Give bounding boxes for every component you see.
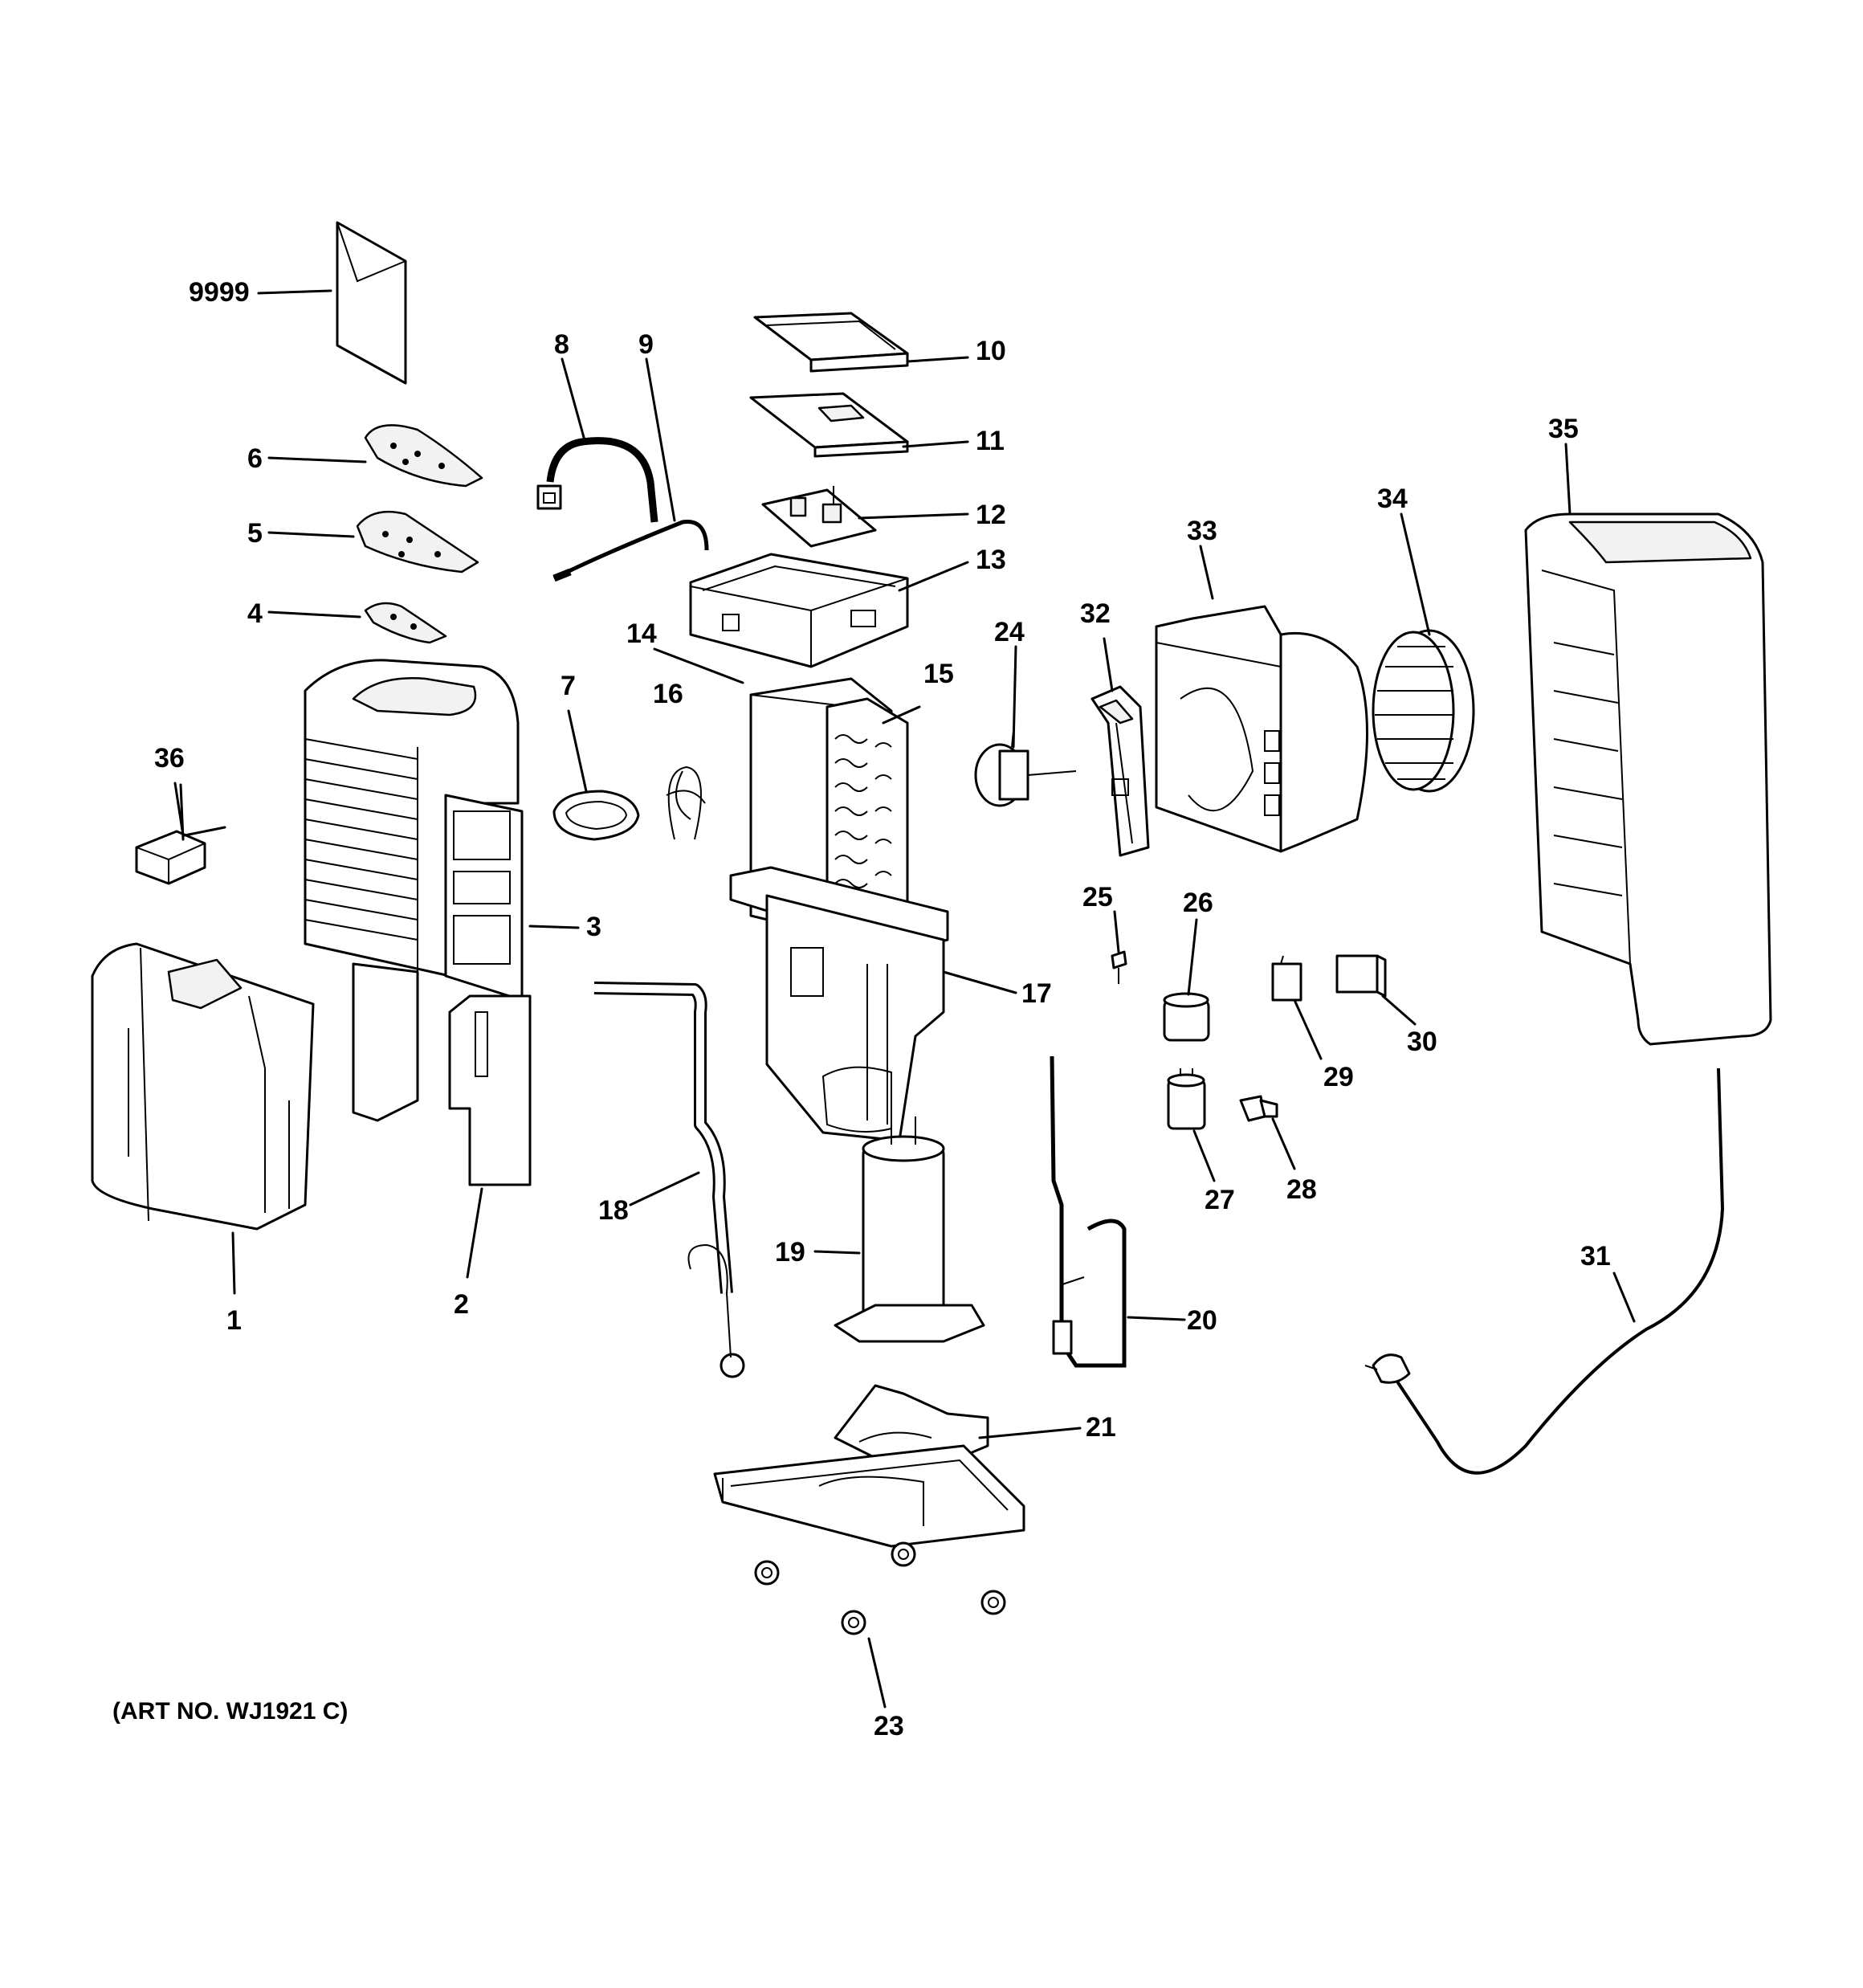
callout-3: 3: [586, 912, 601, 942]
callout-27: 27: [1205, 1185, 1235, 1215]
callout-5: 5: [247, 518, 263, 549]
part-6-insulation: [364, 424, 483, 488]
callout-14: 14: [626, 618, 657, 649]
callout-8: 8: [554, 329, 569, 360]
callout-9999: 9999: [189, 277, 250, 308]
part-4-insulation: [364, 602, 447, 644]
callout-2: 2: [454, 1289, 469, 1320]
part-20-capillary: [1050, 1055, 1127, 1368]
part-28-clip: [1239, 1095, 1278, 1122]
callout-31: 31: [1580, 1241, 1611, 1272]
callout-19: 19: [775, 1237, 805, 1268]
part-33-blower-housing: [1155, 605, 1368, 853]
part-35-rear-cabinet: [1524, 512, 1772, 1046]
callout-28: 28: [1286, 1174, 1317, 1205]
part-25-relay: [1111, 950, 1127, 984]
part-9-sensor: [552, 519, 709, 582]
part-12-control-board: [761, 486, 877, 548]
callout-7: 7: [561, 671, 576, 701]
callout-6: 6: [247, 443, 263, 474]
callout-32: 32: [1080, 598, 1111, 629]
callout-4: 4: [247, 598, 263, 629]
part-27-capacitor: [1167, 1068, 1206, 1130]
callout-16: 16: [653, 679, 683, 709]
part-2-panel: [352, 962, 532, 1186]
part-24-motor: [974, 730, 1077, 807]
callout-30: 30: [1407, 1027, 1437, 1057]
callout-labels: 9999 8 9 10 11 12 13 6 5 4 14 15 7 16 36…: [112, 277, 1611, 1741]
part-13-control-housing: [689, 553, 909, 668]
callout-20: 20: [1187, 1305, 1217, 1336]
callout-12: 12: [976, 500, 1006, 530]
art-number: (ART NO. WJ1921 C): [112, 1698, 348, 1725]
part-30-cover: [1335, 954, 1387, 998]
callout-9: 9: [638, 329, 654, 360]
callout-26: 26: [1183, 888, 1213, 918]
part-23-casters: [754, 1541, 1006, 1635]
callout-36: 36: [154, 743, 185, 774]
part-18-tube: [593, 982, 745, 1378]
callout-25: 25: [1082, 882, 1113, 912]
callout-35: 35: [1548, 414, 1579, 444]
callout-34: 34: [1377, 484, 1408, 514]
part-34-blower-wheel: [1372, 629, 1475, 793]
callout-13: 13: [976, 545, 1006, 575]
part-29-overload: [1271, 955, 1302, 1002]
part-9999-literature: [336, 221, 407, 385]
part-3-front-panel: [304, 659, 524, 1002]
part-36-switch: [135, 826, 226, 885]
callout-21: 21: [1086, 1412, 1116, 1443]
callout-33: 33: [1187, 516, 1217, 546]
part-32-motor-bracket: [1090, 685, 1150, 857]
callout-24: 24: [994, 617, 1025, 647]
part-16-spring: [666, 765, 706, 840]
part-26-capacitor: [1163, 992, 1210, 1042]
part-11-cover: [749, 392, 909, 458]
part-10-cover: [753, 312, 909, 373]
callout-18: 18: [598, 1195, 629, 1226]
callout-1: 1: [226, 1305, 242, 1336]
callout-10: 10: [976, 336, 1006, 366]
callout-17: 17: [1021, 978, 1052, 1009]
callout-11: 11: [976, 426, 1005, 456]
part-5-insulation: [356, 510, 479, 574]
leader-lines: [173, 289, 1636, 1708]
callout-23: 23: [874, 1711, 904, 1741]
part-19-compressor: [834, 1116, 985, 1343]
part-8-wire-harness: [536, 437, 658, 523]
callout-15: 15: [923, 659, 954, 689]
part-22-base: [713, 1444, 1025, 1548]
callout-29: 29: [1323, 1062, 1354, 1092]
part-31-power-cord: [1364, 1067, 1725, 1475]
part-7-gasket: [552, 790, 640, 841]
part-17-frame: [729, 866, 949, 1142]
part-1-bucket: [91, 942, 315, 1231]
